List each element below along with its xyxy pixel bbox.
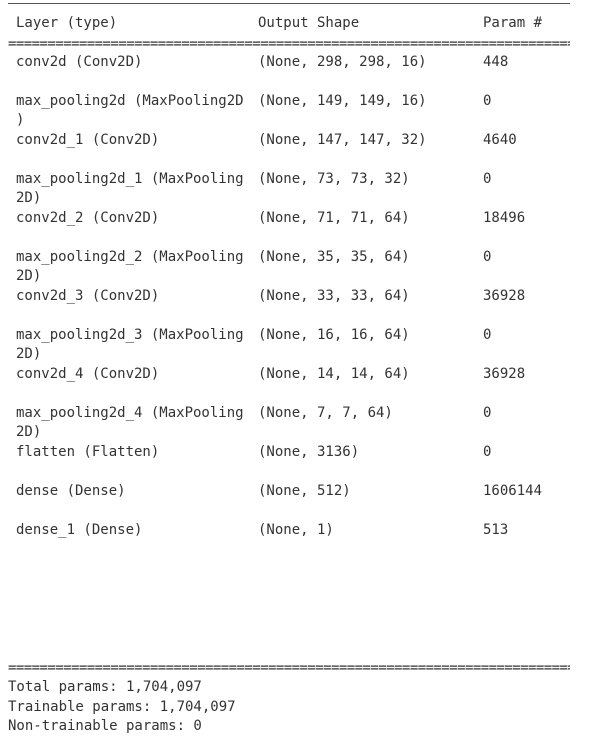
header-separator: ========================================…	[8, 37, 570, 51]
output-shape: (None, 73, 73, 32)	[258, 171, 410, 187]
header-layer-type: Layer (type)	[16, 15, 118, 31]
output-shape: (None, 3136)	[258, 444, 360, 460]
param-count: 0	[483, 405, 492, 421]
param-count: 0	[483, 327, 492, 343]
layer-name: max_pooling2d_2 (MaxPooling 2D)	[16, 249, 244, 284]
layer-name: max_pooling2d_1 (MaxPooling 2D)	[16, 171, 244, 206]
layer-name: dense (Dense)	[16, 483, 126, 499]
param-count: 0	[483, 171, 492, 187]
layer-name: max_pooling2d_4 (MaxPooling 2D)	[16, 405, 244, 440]
param-count: 1606144	[483, 483, 543, 499]
layer-name: dense_1 (Dense)	[16, 522, 143, 538]
output-shape: (None, 33, 33, 64)	[258, 288, 410, 304]
header-output-shape: Output Shape	[258, 15, 360, 31]
param-count: 0	[483, 249, 492, 265]
param-count: 36928	[483, 366, 526, 382]
footer-separator: ========================================…	[8, 661, 570, 675]
layer-name: conv2d (Conv2D)	[16, 54, 143, 70]
param-count: 36928	[483, 288, 526, 304]
layer-name: max_pooling2d (MaxPooling2D )	[16, 93, 244, 128]
param-count: 4640	[483, 132, 517, 148]
param-count: 448	[483, 54, 509, 70]
layer-name: conv2d_2 (Conv2D)	[16, 210, 160, 226]
output-shape: (None, 14, 14, 64)	[258, 366, 410, 382]
layer-name: conv2d_1 (Conv2D)	[16, 132, 160, 148]
total-params: Total params: 1,704,097	[8, 679, 202, 695]
output-shape: (None, 512)	[258, 483, 351, 499]
output-shape: (None, 298, 298, 16)	[258, 54, 427, 70]
param-count: 0	[483, 93, 492, 109]
output-shape: (None, 16, 16, 64)	[258, 327, 410, 343]
output-shape: (None, 147, 147, 32)	[258, 132, 427, 148]
output-shape: (None, 7, 7, 64)	[258, 405, 393, 421]
layer-name: max_pooling2d_3 (MaxPooling 2D)	[16, 327, 244, 362]
param-count: 513	[483, 522, 509, 538]
layer-name: conv2d_4 (Conv2D)	[16, 366, 160, 382]
layer-name: flatten (Flatten)	[16, 444, 160, 460]
output-shape: (None, 71, 71, 64)	[258, 210, 410, 226]
param-count: 18496	[483, 210, 526, 226]
param-count: 0	[483, 444, 492, 460]
output-shape: (None, 1)	[258, 522, 334, 538]
non-trainable-params: Non-trainable params: 0	[8, 718, 202, 734]
layer-name: conv2d_3 (Conv2D)	[16, 288, 160, 304]
output-shape: (None, 149, 149, 16)	[258, 93, 427, 109]
header-param-count: Param #	[483, 15, 543, 31]
trainable-params: Trainable params: 1,704,097	[8, 699, 236, 715]
top-rule	[8, 3, 570, 4]
output-shape: (None, 35, 35, 64)	[258, 249, 410, 265]
